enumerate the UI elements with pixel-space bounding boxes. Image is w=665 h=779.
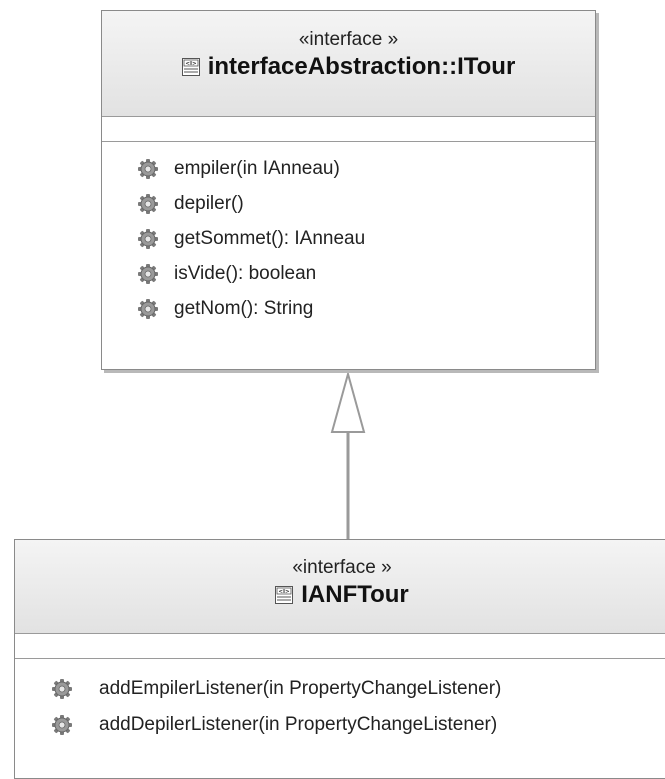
interface-itour[interactable]: «interface » <I> interfaceAbstraction::I… <box>101 10 596 370</box>
operation-row[interactable]: getSommet(): IAnneau <box>137 221 595 256</box>
class-name: interfaceAbstraction::ITour <box>207 53 516 80</box>
gear-icon <box>137 263 159 285</box>
attributes-compartment <box>102 117 595 142</box>
svg-text:<I>: <I> <box>279 589 291 595</box>
svg-text:<I>: <I> <box>185 61 197 67</box>
gear-icon <box>137 193 159 215</box>
gear-icon <box>51 714 73 736</box>
operation-label: empiler(in IAnneau) <box>174 157 340 179</box>
operation-row[interactable]: addDepilerListener(in PropertyChangeList… <box>51 707 665 743</box>
gear-icon <box>137 298 159 320</box>
operations-compartment: addEmpilerListener(in PropertyChangeList… <box>15 659 665 743</box>
operation-label: addDepilerListener(in PropertyChangeList… <box>99 714 498 735</box>
stereotype-label: «interface » <box>298 29 399 50</box>
class-header: «interface » <I> IANFTour <box>15 540 665 634</box>
operation-label: isVide(): boolean <box>174 262 317 284</box>
operation-label: addEmpilerListener(in PropertyChangeList… <box>99 678 502 699</box>
operation-row[interactable]: isVide(): boolean <box>137 256 595 291</box>
operation-label: getNom(): String <box>174 297 314 319</box>
operations-compartment: empiler(in IAnneau) depiler() getSommet(… <box>102 142 595 326</box>
stereotype-label: «interface » <box>292 557 392 578</box>
gear-icon <box>137 158 159 180</box>
gear-icon <box>137 228 159 250</box>
attributes-compartment <box>15 634 665 659</box>
operation-row[interactable]: empiler(in IAnneau) <box>137 151 595 186</box>
operation-row[interactable]: depiler() <box>137 186 595 221</box>
class-header: «interface » <I> interfaceAbstraction::I… <box>102 11 595 117</box>
operation-label: depiler() <box>174 192 244 214</box>
interface-ianftour[interactable]: «interface » <I> IANFTour addEmpilerList… <box>14 539 665 779</box>
operation-label: getSommet(): IAnneau <box>174 227 366 249</box>
gear-icon <box>51 678 73 700</box>
operation-row[interactable]: getNom(): String <box>137 291 595 326</box>
operation-row[interactable]: addEmpilerListener(in PropertyChangeList… <box>51 671 665 707</box>
interface-class-icon: <I> <box>275 586 294 604</box>
class-name: IANFTour <box>301 581 409 608</box>
interface-class-icon: <I> <box>181 58 200 76</box>
